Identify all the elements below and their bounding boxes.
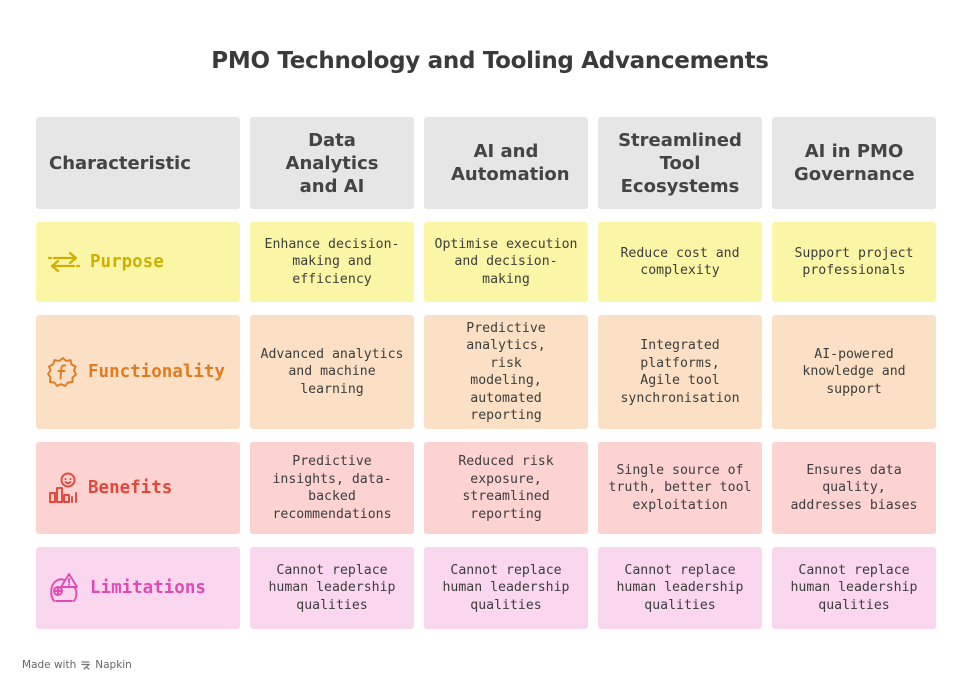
made-with-napkin-footer[interactable]: Made with Napkin (22, 659, 132, 671)
row-label-text: Purpose (90, 252, 164, 272)
cell-functionality-ai-automation: Predictive analytics, risk modeling, aut… (424, 315, 588, 429)
cell-text: Support project professionals (794, 245, 914, 279)
cell-limitations-data-analytics: Cannot replace human leadership qualitie… (250, 547, 414, 629)
cell-text: AI-powered knowledge and support (802, 346, 906, 397)
row-label-text: Limitations (90, 578, 206, 598)
row-label-benefits: Benefits (36, 442, 240, 534)
cell-limitations-tool-ecosystems: Cannot replace human leadership qualitie… (598, 547, 762, 629)
cell-purpose-pmo-governance: Support project professionals (772, 222, 936, 302)
cell-text: Predictive analytics, risk modeling, aut… (466, 320, 546, 424)
comparison-table: Characteristic Data Analytics and AI AI … (36, 117, 936, 629)
footer-prefix: Made with (22, 659, 77, 671)
cell-benefits-ai-automation: Reduced risk exposure, streamlined repor… (424, 442, 588, 534)
cell-text: Reduce cost and complexity (620, 245, 740, 279)
header-characteristic: Characteristic (36, 117, 240, 209)
cell-purpose-data-analytics: Enhance decision-making and efficiency (250, 222, 414, 302)
cell-functionality-pmo-governance: AI-powered knowledge and support (772, 315, 936, 429)
cell-text: Ensures data quality, addresses biases (790, 462, 918, 513)
cell-benefits-data-analytics: Predictive insights, data-backed recomme… (250, 442, 414, 534)
cell-text: Reduced risk exposure, streamlined repor… (458, 454, 554, 522)
cell-purpose-tool-ecosystems: Reduce cost and complexity (598, 222, 762, 302)
cell-limitations-pmo-governance: Cannot replace human leadership qualitie… (772, 547, 936, 629)
header-label: AI and Automation (451, 141, 570, 185)
header-data-analytics: Data Analytics and AI (250, 117, 414, 209)
person-chart-icon (49, 472, 77, 503)
napkin-logo-icon (81, 660, 91, 670)
header-label: AI in PMO Governance (794, 141, 915, 185)
page-title: PMO Technology and Tooling Advancements (211, 48, 769, 74)
header-tool-ecosystems: Streamlined Tool Ecosystems (598, 117, 762, 209)
row-label-text: Benefits (88, 478, 173, 498)
cell-text: Cannot replace human leadership qualitie… (616, 562, 744, 613)
cell-purpose-ai-automation: Optimise execution and decision-making (424, 222, 588, 302)
header-pmo-governance: AI in PMO Governance (772, 117, 936, 209)
footer-brand: Napkin (95, 659, 132, 671)
cell-text: Cannot replace human leadership qualitie… (268, 562, 396, 613)
cell-benefits-tool-ecosystems: Single source of truth, better tool expl… (598, 442, 762, 534)
cell-text: Predictive insights, data-backed recomme… (272, 454, 392, 522)
cell-text: Integrated platforms, Agile tool synchro… (620, 338, 740, 406)
cell-text: Advanced analytics and machine learning (260, 346, 404, 397)
header-label: Data Analytics and AI (285, 129, 379, 197)
cell-functionality-tool-ecosystems: Integrated platforms, Agile tool synchro… (598, 315, 762, 429)
arrows-exchange-icon (47, 251, 81, 273)
warning-head-icon (50, 573, 78, 602)
header-label: Streamlined Tool Ecosystems (618, 129, 742, 197)
header-ai-automation: AI and Automation (424, 117, 588, 209)
cell-functionality-data-analytics: Advanced analytics and machine learning (250, 315, 414, 429)
row-label-functionality: Functionality (36, 315, 240, 429)
cell-text: Enhance decision-making and efficiency (264, 236, 400, 287)
row-label-purpose: Purpose (36, 222, 240, 302)
row-label-limitations: Limitations (36, 547, 240, 629)
cell-benefits-pmo-governance: Ensures data quality, addresses biases (772, 442, 936, 534)
cell-text: Single source of truth, better tool expl… (608, 462, 752, 513)
cell-text: Optimise execution and decision-making (434, 236, 578, 287)
header-label: Characteristic (49, 152, 191, 174)
cell-limitations-ai-automation: Cannot replace human leadership qualitie… (424, 547, 588, 629)
function-gear-icon (47, 357, 77, 387)
cell-text: Cannot replace human leadership qualitie… (790, 562, 918, 613)
cell-text: Cannot replace human leadership qualitie… (442, 562, 570, 613)
row-label-text: Functionality (88, 362, 225, 382)
